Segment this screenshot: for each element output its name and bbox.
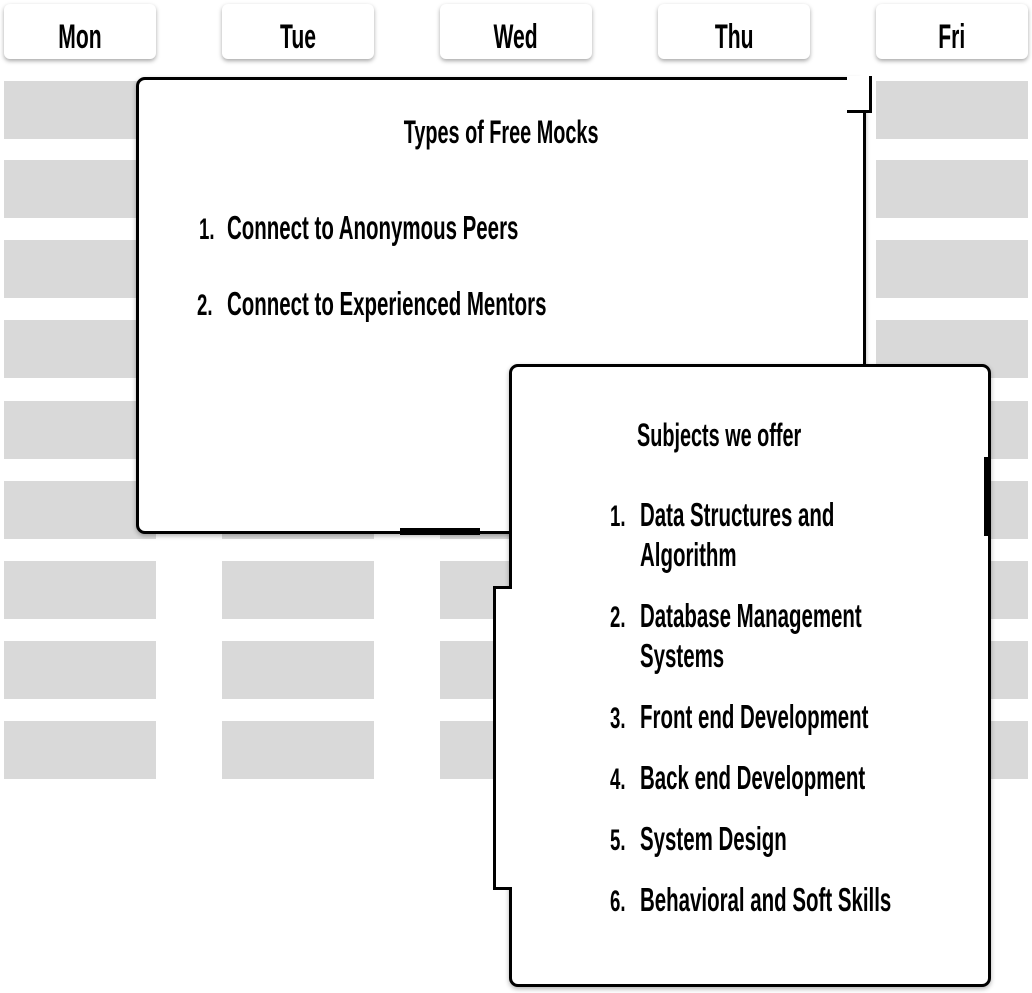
time-slot[interactable]	[876, 240, 1028, 298]
subject-line: System Design	[640, 820, 787, 857]
list-number: 2.	[610, 601, 626, 634]
day-label: Fri	[938, 18, 966, 56]
subject-line: Systems	[640, 637, 725, 674]
list-number: 3.	[610, 702, 626, 735]
time-slot[interactable]	[4, 641, 156, 699]
subject-item[interactable]: Back end Development	[640, 758, 1003, 798]
list-number: 2.	[197, 289, 213, 322]
list-number: 5.	[610, 824, 626, 857]
subject-line: Algorithm	[640, 536, 737, 573]
card-tab-bar	[400, 528, 480, 535]
free-mock-item[interactable]: Connect to Anonymous Peers	[227, 209, 519, 246]
subjects-title: Subjects we offer	[637, 417, 802, 453]
time-slot[interactable]	[876, 81, 1028, 139]
day-label: Thu	[714, 18, 754, 56]
subject-line: Data Structures and	[640, 496, 835, 533]
time-slot[interactable]	[4, 721, 156, 779]
list-number: 6.	[610, 885, 626, 918]
subject-item[interactable]: System Design	[640, 819, 877, 859]
free-mock-item[interactable]: Connect to Experienced Mentors	[227, 285, 547, 322]
day-header-mon[interactable]: Mon	[4, 4, 156, 59]
day-header-tue[interactable]: Tue	[222, 4, 374, 59]
time-slot[interactable]	[4, 81, 156, 139]
list-number: 1.	[610, 500, 626, 533]
time-slot[interactable]	[4, 160, 156, 218]
time-slot[interactable]	[4, 561, 156, 619]
subject-line: Front end Development	[640, 698, 869, 735]
time-slot[interactable]	[4, 240, 156, 298]
day-label: Wed	[493, 18, 539, 56]
subject-line: Behavioral and Soft Skills	[640, 881, 892, 918]
free-mocks-title: Types of Free Mocks	[139, 114, 863, 151]
time-slot[interactable]	[222, 561, 374, 619]
day-header-wed[interactable]: Wed	[440, 4, 592, 59]
time-slot[interactable]	[4, 481, 156, 539]
free-mocks-title-text: Types of Free Mocks	[403, 114, 599, 150]
time-slot[interactable]	[876, 160, 1028, 218]
subject-line: Back end Development	[640, 759, 866, 796]
list-number: 1.	[199, 213, 215, 246]
card-notch	[847, 76, 872, 113]
day-label: Mon	[58, 18, 102, 56]
subject-item[interactable]: Front end Development	[640, 697, 1009, 737]
subject-line: Database Management	[640, 597, 862, 634]
time-slot[interactable]	[4, 320, 156, 378]
time-slot[interactable]	[222, 721, 374, 779]
list-number: 4.	[610, 763, 626, 796]
day-header-fri[interactable]: Fri	[876, 4, 1028, 59]
day-label: Tue	[280, 18, 316, 56]
subject-item[interactable]: Behavioral and Soft Skills	[640, 880, 1032, 920]
time-slot[interactable]	[4, 401, 156, 459]
day-header-thu[interactable]: Thu	[658, 4, 810, 59]
card-side-bar	[984, 457, 991, 536]
time-slot[interactable]	[222, 641, 374, 699]
card-notch-left	[493, 586, 512, 890]
